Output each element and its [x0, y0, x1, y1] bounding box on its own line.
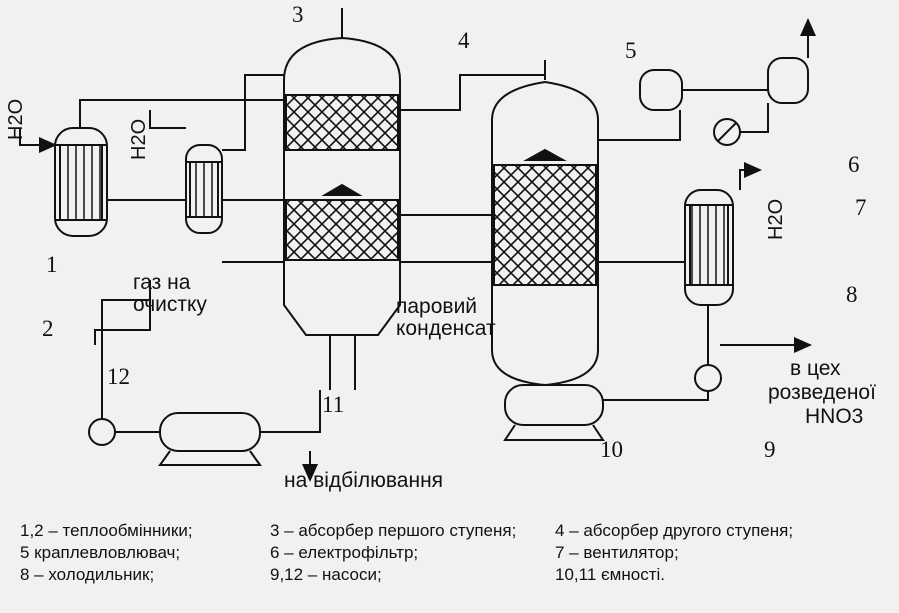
- legend-item: 3 – абсорбер першого ступеня;: [270, 521, 517, 540]
- tank-10: [503, 384, 605, 441]
- number-1: 1: [46, 252, 58, 277]
- water-label-mid: H2O: [128, 118, 150, 160]
- electrofilter: [767, 57, 809, 104]
- process-flow-diagram: [19, 8, 816, 482]
- legend-item: 6 – електрофільтр;: [270, 543, 419, 562]
- legend-item: 1,2 – теплообмінники;: [20, 521, 193, 540]
- to-shop-line2: розведеної: [768, 381, 876, 404]
- legend-item: 4 – абсорбер другого ступеня;: [555, 521, 794, 540]
- absorber-second-stage: [491, 60, 599, 387]
- legend: 1,2 – теплообмінники; 3 – абсорбер першо…: [20, 520, 880, 586]
- number-12: 12: [107, 364, 130, 389]
- heat-exchanger-2: [185, 144, 223, 234]
- to-bleaching-label: на відбілювання: [284, 469, 444, 492]
- tank-11: [158, 412, 262, 466]
- number-11: 11: [322, 392, 345, 417]
- legend-item: 7 – вентилятор;: [555, 543, 679, 562]
- to-shop-line1: в цех: [790, 357, 841, 380]
- cooler: [684, 189, 734, 306]
- number-5: 5: [625, 38, 637, 63]
- gas-cleaning-label: газ на очистку: [133, 271, 207, 316]
- number-6: 6: [848, 152, 860, 177]
- legend-item: 10,11 ємності.: [555, 565, 665, 584]
- to-shop-line3: HNO3: [805, 405, 864, 428]
- water-label-right: H2O: [765, 198, 787, 240]
- pump-9: [694, 364, 722, 392]
- piping: [19, 18, 816, 482]
- legend-item: 8 – холодильник;: [20, 565, 155, 584]
- number-9: 9: [764, 437, 776, 462]
- pump-12: [88, 418, 116, 446]
- number-10: 10: [600, 437, 623, 462]
- legend-row-2: 5 краплевловлювач; 6 – електрофільтр; 7 …: [20, 542, 880, 564]
- water-label-left: H2O: [5, 98, 27, 140]
- legend-item: 5 краплевловлювач;: [20, 543, 181, 562]
- number-4: 4: [458, 28, 470, 53]
- number-8: 8: [846, 282, 858, 307]
- demister: [639, 69, 683, 111]
- number-7: 7: [855, 195, 867, 220]
- legend-row-3: 8 – холодильник; 9,12 – насоси; 10,11 єм…: [20, 564, 880, 586]
- fan: [713, 118, 741, 146]
- steam-condensate-label: паровий конденсат: [396, 295, 496, 340]
- number-3: 3: [292, 2, 304, 27]
- heat-exchanger-1: [54, 127, 108, 237]
- number-2: 2: [42, 316, 54, 341]
- absorber-first-stage: [283, 8, 401, 390]
- legend-row-1: 1,2 – теплообмінники; 3 – абсорбер першо…: [20, 520, 880, 542]
- legend-item: 9,12 – насоси;: [270, 565, 382, 584]
